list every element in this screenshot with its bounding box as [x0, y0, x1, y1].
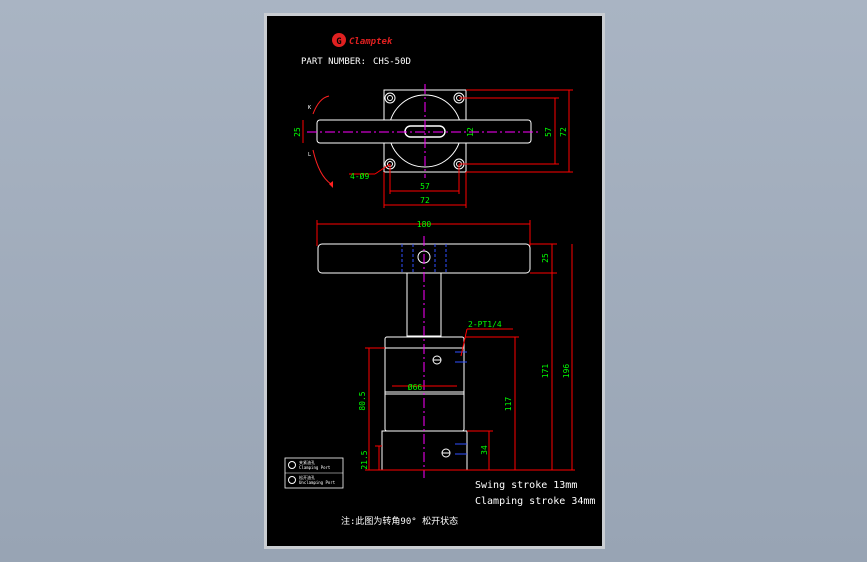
brand-logo-mark — [332, 33, 346, 47]
dim-slot: 12 — [466, 127, 475, 137]
dim-arm-height: 25 — [541, 253, 550, 263]
dim-body-diameter: Ø66 — [408, 382, 423, 392]
port-legend: 夹紧油孔 Clamping Port 松开油孔 Unclamping Port — [284, 457, 344, 489]
top-view: K L 25 12 57 72 — [293, 84, 573, 208]
dim-base-offset: 21.5 — [360, 450, 369, 469]
dim-flange-vertical: 72 — [559, 127, 568, 137]
rotation-label-l: L — [308, 152, 311, 158]
legend-unclamping-cn: 松开油孔 — [299, 474, 315, 480]
rotation-label-k: K — [308, 105, 311, 111]
swing-stroke-note: Swing stroke 13mm — [475, 480, 577, 491]
brand-logo-letter: G — [336, 37, 341, 47]
dim-bolt-span-horizontal: 57 — [420, 182, 430, 191]
side-view: 180 — [316, 220, 575, 478]
technical-drawing: G Clamptek PART NUMBER: CHS-50D — [284, 33, 595, 527]
brand-logo: G Clamptek — [332, 33, 393, 47]
dim-171: 171 — [541, 364, 550, 379]
part-number-label: PART NUMBER: — [301, 57, 366, 67]
legend-clamping-cn: 夹紧油孔 — [299, 459, 315, 465]
legend-unclamping-en: Unclamping Port — [299, 480, 336, 485]
bolt-hole — [384, 92, 396, 104]
clamping-port-icon — [288, 461, 296, 469]
dim-port: 2-PT1/4 — [468, 320, 502, 329]
rotation-arrow-icon — [329, 181, 333, 188]
drawing-sheet: G Clamptek PART NUMBER: CHS-50D — [267, 16, 602, 546]
dim-base-height: 34 — [480, 445, 489, 455]
dim-holes: 4-Ø9 — [350, 171, 369, 181]
dim-flange-horizontal: 72 — [420, 196, 430, 205]
clamping-stroke-note: Clamping stroke 34mm — [475, 496, 595, 507]
dim-arm-width: 25 — [293, 127, 302, 137]
legend-clamping-en: Clamping Port — [299, 465, 331, 470]
dim-bolt-span-vertical: 57 — [544, 127, 553, 137]
port-leader-line — [460, 328, 468, 357]
hole-leader-line — [374, 163, 391, 175]
dim-arm-length: 180 — [417, 220, 432, 229]
dim-117: 117 — [504, 397, 513, 412]
unclamping-port-icon — [288, 476, 296, 484]
drawing-sheet-frame: G Clamptek PART NUMBER: CHS-50D — [264, 13, 605, 549]
drawing-note: 注:此图为转角90° 松开状态 — [341, 515, 458, 527]
bolt-hole-inner — [387, 95, 393, 101]
rotation-arc — [312, 149, 332, 185]
rotation-arc — [312, 95, 330, 115]
brand-name: Clamptek — [349, 37, 393, 47]
part-number-value: CHS-50D — [373, 57, 411, 67]
dim-body-height: 80.5 — [358, 391, 367, 410]
dim-196: 196 — [562, 364, 571, 379]
